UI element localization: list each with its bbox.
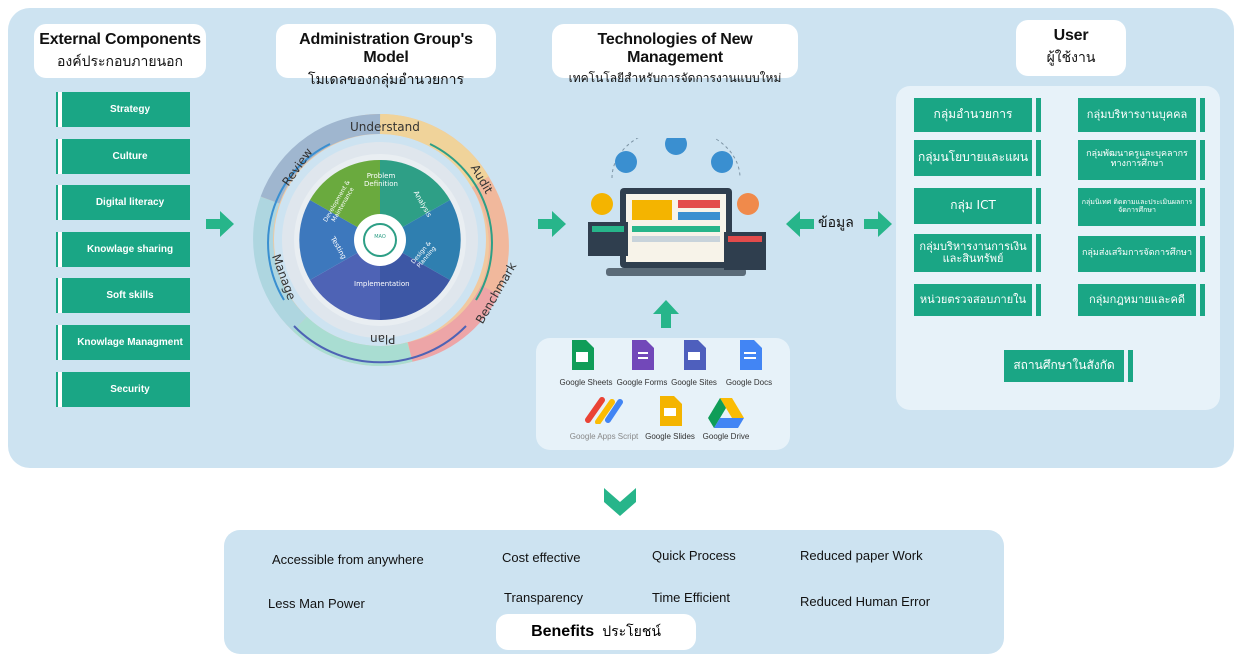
user-header: User ผู้ใช้งาน [1016,20,1126,76]
cycle-inner-problem-definition: Problem Definition [364,172,398,188]
admin-model-header: Administration Group's Model โมเดลของกลุ… [276,24,496,88]
external-components-header: External Components องค์ประกอบภายนอก [34,24,206,78]
benefit-item: Less Man Power [268,596,365,611]
tech-title-en: Technologies of New Management [597,31,753,66]
arrow-up-icon [653,300,679,328]
user-group-left-2: กลุ่มนโยบายและแผน [914,140,1041,176]
tool-label-sites: Google Sites [671,378,717,387]
google-drive-icon [708,398,744,428]
user-group-right-4: กลุ่มส่งเสริมการจัดการศึกษา [1078,236,1205,272]
arrow-left-icon [786,211,814,237]
benefits-title: Benefits ประโยชน์ [496,614,696,650]
laptop-illustration-icon [588,138,766,276]
user-group-left-5: หน่วยตรวจสอบภายใน [914,284,1041,316]
component-knowledge-management: Knowlage Managment [56,324,190,360]
component-strategy: Strategy [56,92,190,127]
technologies-header: Technologies of New Management เทคโนโลยี… [552,24,798,85]
tool-label-docs: Google Docs [725,378,773,387]
arrow-right-icon [864,211,892,237]
component-security: Security [56,371,190,407]
tool-label-apps-script: Google Apps Script [569,432,639,441]
user-title-th: ผู้ใช้งาน [1046,50,1096,66]
cycle-outer-plan: Plan [370,332,396,346]
chevron-down-icon [604,488,636,516]
admin-title-th: โมเดลของกลุ่มอำนวยการ [307,72,465,88]
google-forms-icon [632,340,654,370]
google-docs-icon [740,340,762,370]
tech-title-th: เทคโนโลยีสำหรับการจัดการงานแบบใหม่ [568,71,782,85]
user-group-right-5: กลุ่มกฎหมายและคดี [1078,284,1205,316]
component-digital-literacy: Digital literacy [56,185,190,221]
benefit-item: Time Efficient [652,590,731,605]
admin-title-en: Administration Group's Model [299,31,473,66]
user-title-en: User [1053,27,1089,44]
tool-label-sheets: Google Sheets [559,378,613,387]
benefits-title-th: ประโยชน์ [602,624,661,640]
google-sites-icon [684,340,706,370]
benefit-item: Quick Process [652,548,736,563]
user-group-right-1: กลุ่มบริหารงานบุคคล [1078,98,1205,132]
external-title-en: External Components [39,31,201,48]
user-group-left-4: กลุ่มบริหารงานการเงินและสินทรัพย์ [914,234,1041,272]
google-sheets-icon [572,340,594,370]
user-group-right-2: กลุ่มพัฒนาครูและบุคลากรทางการศึกษา [1078,140,1205,180]
benefit-item: Reduced Human Error [800,594,931,609]
component-soft-skills: Soft skills [56,278,190,314]
arrow-right-icon [206,211,234,237]
tool-label-forms: Google Forms [616,378,668,387]
tool-label-drive: Google Drive [702,432,750,441]
cycle-center-label: MAO [374,234,386,240]
benefit-item: Accessible from anywhere [272,552,424,567]
external-components-list: Strategy Culture Digital literacy Knowla… [56,92,190,418]
benefit-item: Reduced paper Work [800,548,923,563]
user-group-right-3: กลุ่มนิเทศ ติดตามและประเมินผลการจัดการศึ… [1078,188,1205,226]
cycle-inner-implementation: Implementation [354,280,410,288]
cycle-outer-understand: Understand [350,120,420,134]
tool-label-slides: Google Slides [645,432,695,441]
google-apps-script-icon [585,397,623,424]
benefit-item: Transparency [504,590,583,605]
arrow-right-icon [538,211,566,237]
component-knowledge-sharing: Knowlage sharing [56,231,190,267]
data-label: ข้อมูล [818,215,854,231]
administration-cycle-diagram [253,113,509,366]
google-slides-icon [660,396,682,426]
user-group-bottom: สถานศึกษาในสังกัด [1004,350,1133,382]
external-title-th: องค์ประกอบภายนอก [56,54,184,70]
user-group-left-3: กลุ่ม ICT [914,188,1041,224]
user-group-left-1: กลุ่มอำนวยการ [914,98,1041,132]
benefits-title-en: Benefits [531,623,595,640]
component-culture: Culture [56,138,190,174]
benefit-item: Cost effective [502,550,581,565]
